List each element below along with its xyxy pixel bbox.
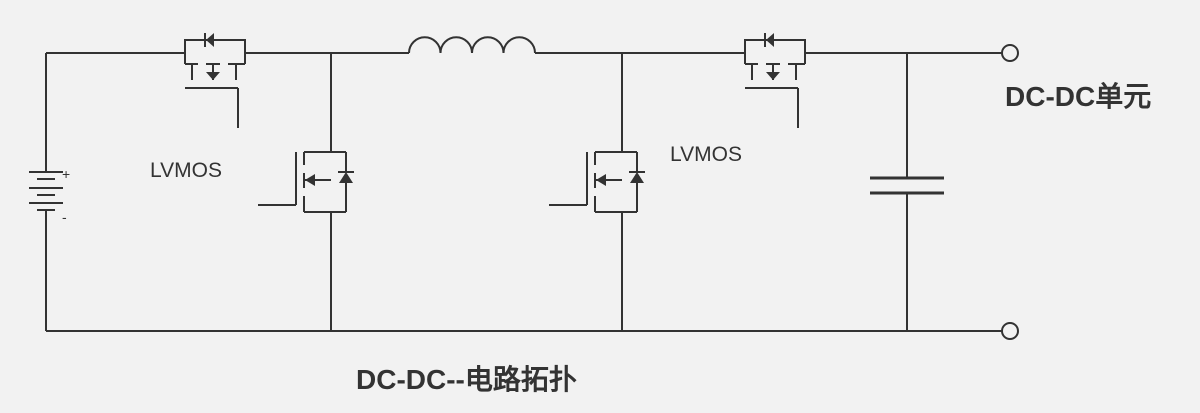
diagram-caption: DC-DC--电路拓扑 — [356, 364, 577, 395]
battery-symbol — [29, 171, 63, 211]
output-terminal-positive — [1001, 44, 1019, 62]
output-capacitor — [870, 176, 944, 195]
unit-title: DC-DC单元 — [1005, 81, 1151, 112]
top-lvmos-right — [744, 33, 806, 128]
lower-mosfet-left — [258, 151, 354, 213]
battery-plus-label: + — [62, 166, 70, 182]
lvmos-label-right: LVMOS — [670, 143, 742, 166]
lvmos-label-left: LVMOS — [150, 159, 222, 182]
lower-mosfet-right — [549, 151, 645, 213]
battery-minus-label: - — [62, 209, 67, 225]
output-terminal-negative — [1001, 322, 1019, 340]
inductor-coil — [408, 36, 536, 54]
main-wires — [45, 52, 1002, 332]
top-lvmos-left — [184, 33, 246, 128]
